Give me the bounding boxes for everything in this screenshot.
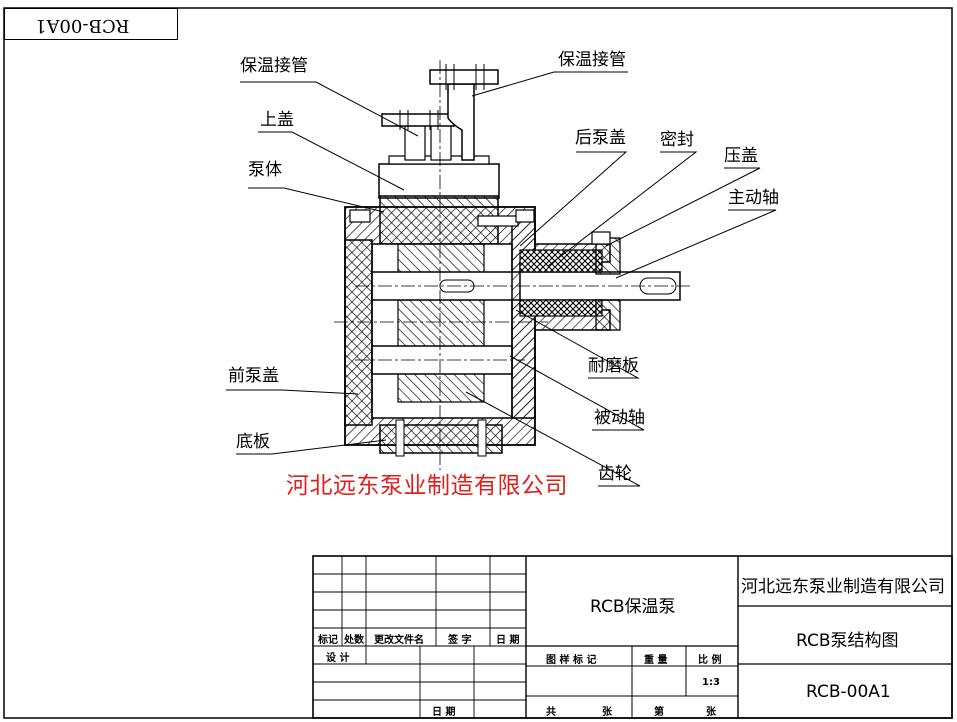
- tb-header-count: 处数: [344, 635, 364, 646]
- label-rear-pump-cover: 后泵盖: [575, 128, 626, 148]
- label-driven-shaft: 被动轴: [594, 408, 645, 428]
- tb-sheet-no: 第: [654, 707, 664, 718]
- tb-design: 设 计: [326, 653, 350, 664]
- tb-drawing-number: RCB-00A1: [806, 682, 891, 702]
- tb-total: 共: [546, 707, 556, 718]
- pump-body: [334, 60, 690, 470]
- tb-product-name: RCB保温泵: [590, 597, 676, 617]
- tb-scale-value: 1:3: [702, 677, 720, 688]
- label-gland: 压盖: [724, 146, 758, 166]
- label-seal: 密封: [660, 130, 694, 150]
- title-block-grid: [312, 555, 953, 719]
- tb-sheets-2: 张: [706, 707, 716, 718]
- rotated-drawing-code-stamp: RCB-00A1: [4, 8, 178, 40]
- stamp-code-text: RCB-00A1: [35, 15, 130, 36]
- tb-header-signature: 签 字: [448, 635, 472, 646]
- label-pump-body: 泵体: [248, 160, 282, 180]
- tb-weight: 重 量: [644, 655, 668, 666]
- label-insulation-pipe-right: 保温接管: [558, 50, 626, 70]
- tb-date-bottom: 日 期: [432, 707, 456, 718]
- tb-header-mark: 标记: [318, 635, 338, 646]
- label-front-pump-cover: 前泵盖: [228, 366, 279, 386]
- tb-header-change-file: 更改文件名: [374, 635, 424, 646]
- tb-drawing-name: RCB泵结构图: [796, 631, 899, 651]
- tb-header-date: 日 期: [496, 635, 520, 646]
- leader-lines: [226, 71, 777, 487]
- label-insulation-pipe-left: 保温接管: [240, 56, 308, 76]
- label-drive-shaft: 主动轴: [728, 188, 779, 208]
- tb-scale-header: 比 例: [698, 655, 722, 666]
- tb-sample-mark: 图 样 标 记: [546, 655, 597, 666]
- tb-sheets-1: 张: [602, 707, 612, 718]
- company-watermark: 河北远东泵业制造有限公司: [286, 473, 568, 499]
- label-base-plate: 底板: [236, 432, 270, 452]
- label-gear: 齿轮: [598, 464, 632, 484]
- label-wear-plate: 耐磨板: [588, 356, 639, 376]
- label-upper-cover: 上盖: [260, 110, 294, 130]
- tb-company-name: 河北远东泵业制造有限公司: [741, 577, 945, 597]
